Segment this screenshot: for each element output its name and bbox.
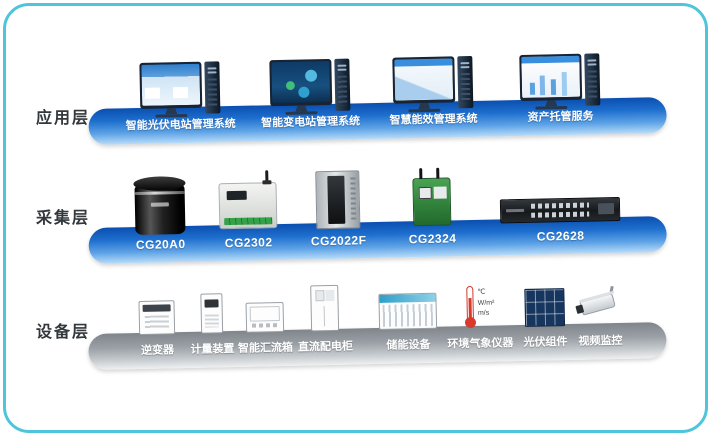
app-item-label: 智能变电站管理系统 [261,115,361,130]
inverter-icon [138,300,176,335]
equipment-item-energy-storage: 储能设备 [368,283,448,365]
equipment-layer-strip: 逆变器 计量装置 智能汇流箱 直流配电柜 储能设备 [87,278,667,371]
app-item-pv-system: 智能光伏电站管理系统 [114,48,246,145]
monitor-screen-frame [269,58,333,107]
equipment-label: 光伏组件 [523,336,568,349]
energy-storage-icon [378,292,438,330]
equipment-label: 视频监控 [578,334,623,348]
unit-celsius: ℃ [477,288,486,296]
equipment-item-dc-cabinet: 直流配电柜 [285,284,365,366]
device-model-label: CG2022F [310,233,367,249]
chart-screen [394,58,454,101]
dc-cabinet-icon [310,284,340,332]
equipment-label: 环境气象仪器 [447,337,514,351]
collector-item-cg2022f: CG2022F [292,158,384,260]
collector-item-cg2324: CG2324 [386,156,478,258]
unit-windspeed: m/s [477,309,490,317]
equipment-label: 直流配电柜 [297,340,354,354]
device-model-label: CG2302 [224,235,273,251]
collector-logo-mark [150,202,169,207]
camera-body [579,293,616,316]
solar-panel-icon [524,288,566,327]
unit-irradiance: W/m² [477,299,495,307]
industrial-router-icon [412,177,452,227]
dashboard-screen [141,63,201,106]
equipment-label: 计量装置 [190,342,235,356]
thermometer-icon [464,285,477,329]
monitor-screen-frame [392,56,456,104]
combiner-box-icon [245,301,285,333]
equipment-label: 智能汇流箱 [237,341,294,355]
device-model-label: CG2628 [536,228,585,244]
collection-layer-strip: CG20A0 CG2302 CG2022F CG2324 CG2628 [87,152,667,265]
metering-device-icon [200,293,224,334]
application-layer-label: 应用层 [36,110,91,127]
gateway-display [226,190,247,201]
control-box-icon [315,170,361,230]
equipment-label: 储能设备 [386,338,431,352]
app-item-asset-hosting: 资产托管服务 [494,40,626,137]
device-model-label: CG20A0 [135,237,186,253]
equipment-item-video-surveillance: 视频监控 [560,279,640,361]
din-rail-gateway-icon [218,182,278,230]
device-model-label: CG2324 [408,231,457,247]
sensor-units: ℃ W/m² m/s [477,286,495,328]
app-item-substation-system: 智能变电站管理系统 [244,45,376,142]
map-screen [271,60,331,104]
equipment-layer-label: 设备层 [36,324,91,341]
app-item-label: 智能光伏电站管理系统 [125,117,236,133]
collection-layer-label: 采集层 [36,210,91,227]
collector-item-cg20a0: CG20A0 [114,162,206,264]
rack-label-mark [506,208,525,213]
equipment-label: 逆变器 [140,344,175,357]
app-item-energy-efficiency-system: 智慧能效管理系统 [367,42,499,139]
monitor-screen-frame [519,53,583,102]
collector-item-cg2628: CG2628 [494,153,626,256]
monitor-screen-frame [139,61,203,109]
bar-chart-screen [521,55,581,98]
app-item-label: 智慧能效管理系统 [389,112,478,127]
weather-sensor-icon: ℃ W/m² m/s [464,285,495,329]
cctv-camera-icon [576,285,623,326]
application-layer-strip: 智能光伏电站管理系统 智能变电站管理系统 智慧能效管理系统 资产托管服务 [87,39,667,146]
frame-border [3,3,708,433]
app-item-label: 资产托管服务 [527,110,594,124]
collector-item-cg2302: CG2302 [202,160,294,262]
